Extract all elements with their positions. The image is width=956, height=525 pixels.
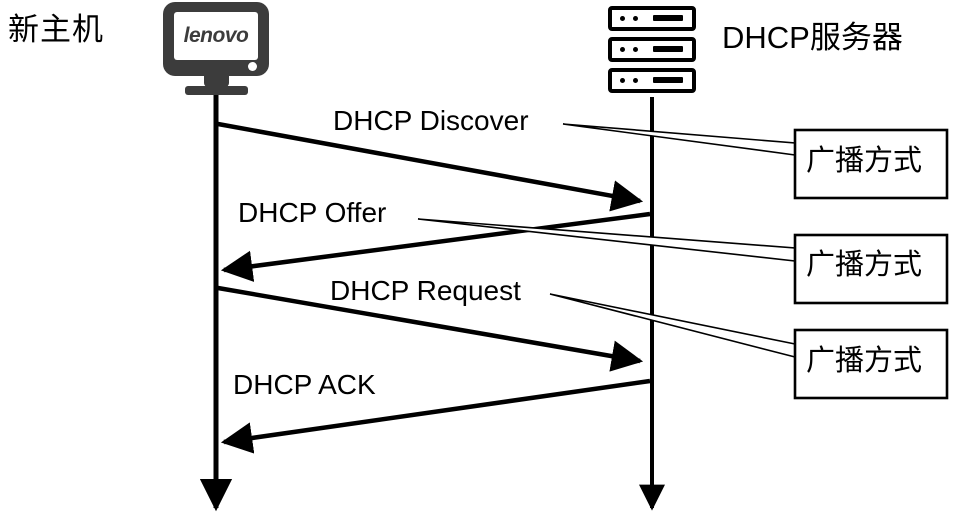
callout-label-3: 广播方式 <box>806 345 923 377</box>
monitor-stand-neck <box>204 74 229 87</box>
monitor-stand-base <box>185 86 248 95</box>
server-led-2a <box>620 47 625 52</box>
message-label-dhcp-offer: DHCP Offer <box>238 197 387 228</box>
callout-leader-2 <box>417 218 796 262</box>
monitor-power-indicator-icon <box>248 62 257 71</box>
callout-label-1: 广播方式 <box>806 145 923 177</box>
callout-box-1 <box>793 128 949 200</box>
arrow-dhcp-request <box>217 285 644 372</box>
lenovo-monitor-icon: lenovo <box>163 2 269 95</box>
server-led-3b <box>633 78 638 83</box>
actor-label-host: 新主机 <box>8 12 104 47</box>
callout-label-2: 广播方式 <box>806 249 923 281</box>
monitor-screen <box>174 12 258 60</box>
arrow-dhcp-ack <box>220 378 651 454</box>
server-rack-icon <box>608 6 696 93</box>
server-led-1a <box>620 16 625 21</box>
message-label-dhcp-request: DHCP Request <box>330 275 521 306</box>
server-led-2b <box>633 47 638 52</box>
arrow-dhcp-discover <box>217 121 644 212</box>
callout-leader-1 <box>562 123 796 156</box>
lenovo-logo-text: lenovo <box>183 24 249 47</box>
actor-label-dhcp-server: DHCP服务器 <box>722 20 903 55</box>
callout-box-2 <box>793 233 949 305</box>
server-led-3a <box>620 78 625 83</box>
callout-box-3 <box>793 328 949 400</box>
server-led-1b <box>633 16 638 21</box>
callout-leader-3 <box>549 293 796 359</box>
server-slot-3 <box>653 77 683 83</box>
server-slot-2 <box>653 46 683 52</box>
message-label-dhcp-discover: DHCP Discover <box>333 105 529 136</box>
arrow-dhcp-offer <box>220 211 651 282</box>
message-label-dhcp-ack: DHCP ACK <box>233 369 376 400</box>
server-slot-1 <box>653 15 683 21</box>
